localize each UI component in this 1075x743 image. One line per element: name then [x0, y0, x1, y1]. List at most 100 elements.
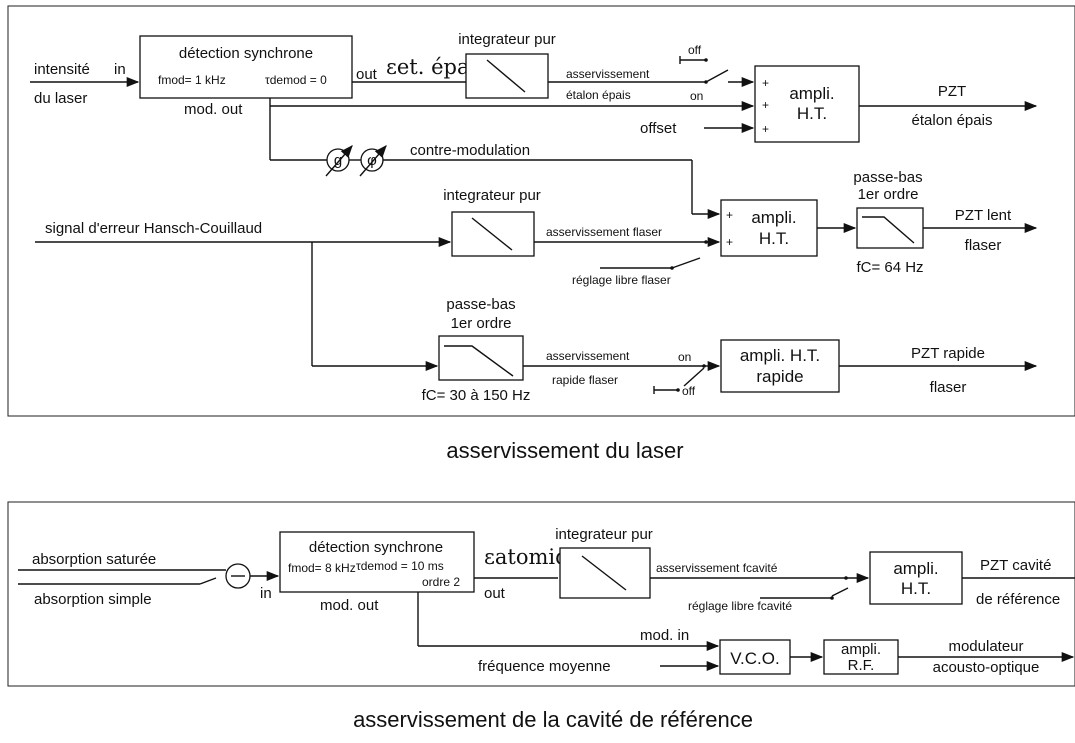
pzt-rapide-label-b: flaser	[930, 379, 967, 396]
asserv3-label-b: rapide flaser	[552, 373, 618, 387]
switch4-free-node	[830, 596, 834, 600]
switch2-blade	[671, 257, 701, 269]
phase-adjust-arrow	[359, 145, 387, 177]
amp3-label-a: ampli. H.T.	[740, 346, 820, 365]
lowpass2-symbol	[444, 345, 514, 377]
ampli-ht-rapide-box	[720, 339, 840, 393]
switch1-off-node	[704, 58, 708, 62]
integrator3-title: integrateur pur	[555, 526, 653, 543]
sync-title: détection synchrone	[179, 45, 313, 62]
amp1-label-b: H.T.	[797, 104, 827, 123]
input-label-laser: du laser	[34, 90, 87, 107]
sync-detection-box	[139, 35, 353, 99]
pzt-cavite-label-a: PZT cavité	[980, 557, 1051, 574]
phase-label: φ	[367, 152, 377, 169]
amp-cavite-label-a: ampli.	[893, 559, 938, 578]
amp-cavite-label-b: H.T.	[901, 579, 931, 598]
sync2-detection-box	[279, 531, 475, 593]
sync-tau: τdemod = 0	[265, 73, 327, 87]
switch3-blade	[683, 367, 705, 387]
bottom-frame	[7, 501, 1075, 687]
simple-wire-join	[199, 577, 217, 585]
top-caption: asservissement du laser	[446, 438, 683, 463]
amp2-plus-2: +	[726, 235, 733, 249]
hc-signal-label: signal d'erreur Hansch-Couillaud	[45, 220, 262, 237]
amp1-plus-2: +	[762, 98, 769, 112]
rf-label-b: R.F.	[848, 657, 875, 674]
ampli-ht-cavite-box	[869, 551, 963, 605]
switch3-off-label: off	[682, 384, 696, 398]
sync-in-label: in	[114, 61, 126, 78]
reglage-cavite-label: réglage libre fcavité	[688, 599, 792, 613]
input-saturated-label: absorption saturée	[32, 551, 156, 568]
sync-out-label: out	[356, 66, 378, 83]
sync2-fmod: fmod= 8 kHz	[288, 561, 356, 575]
input-simple-label: absorption simple	[34, 591, 152, 608]
pzt-etalon-label-b: étalon épais	[912, 112, 993, 129]
switch1-off-label: off	[688, 43, 702, 57]
top-frame	[7, 5, 1075, 417]
gain-g-adjust-arrow	[325, 145, 353, 177]
pzt-etalon-label-a: PZT	[938, 83, 966, 100]
cavity-lock-panel: absorption saturée absorption simple in …	[7, 501, 1075, 732]
lowpass2-box	[438, 335, 524, 381]
freq-moyenne-label: fréquence moyenne	[478, 658, 611, 675]
sync2-in-label: in	[260, 585, 272, 602]
vco-box	[719, 639, 791, 675]
laser-lock-panel: intensité du laser in détection synchron…	[7, 5, 1075, 463]
asserv1-label-a: asservissement	[566, 67, 650, 81]
pzt-rapide-label-a: PZT rapide	[911, 345, 985, 362]
integrator1-symbol	[486, 59, 526, 93]
lp1-label-b: 1er ordre	[858, 186, 919, 203]
vco-label: V.C.O.	[730, 649, 779, 668]
lowpass1-symbol	[862, 216, 915, 244]
lp1-label-a: passe-bas	[853, 169, 922, 186]
modulator-label-b: acousto-optique	[933, 659, 1040, 676]
bottom-caption: asservissement de la cavité de référence	[353, 707, 753, 732]
sync2-mod-out-label: mod. out	[320, 597, 379, 614]
sync-fmod: fmod= 1 kHz	[158, 73, 226, 87]
lp2-fc-label: fC= 30 à 150 Hz	[422, 387, 531, 404]
contre-mod-label: contre-modulation	[410, 142, 530, 159]
amp1-plus-3: +	[762, 122, 769, 136]
modulator-label-a: modulateur	[948, 638, 1023, 655]
input-label-intensite: intensité	[34, 61, 90, 78]
pzt-lent-label-a: PZT lent	[955, 207, 1012, 224]
lp2-label-a: passe-bas	[446, 296, 515, 313]
switch3-on-label: on	[678, 350, 691, 364]
lp1-fc-label: fC= 64 Hz	[856, 259, 923, 276]
asserv-cavite-label: asservissement fcavité	[656, 561, 778, 575]
sync2-order: ordre 2	[422, 575, 460, 589]
amp3-label-b: rapide	[756, 367, 803, 386]
sync2-tau: τdemod = 10 ms	[356, 559, 444, 573]
switch3-off-node	[676, 388, 680, 392]
lp2-label-b: 1er ordre	[451, 315, 512, 332]
vco-mod-in-label: mod. in	[640, 627, 689, 644]
rf-label-a: ampli.	[841, 641, 881, 658]
pzt-cavite-label-b: de référence	[976, 591, 1060, 608]
asserv3-label-a: asservissement	[546, 349, 630, 363]
asserv2-label: asservissement flaser	[546, 225, 662, 239]
integrator2-title: integrateur pur	[443, 187, 541, 204]
integrator2-symbol	[471, 217, 513, 251]
switch1-on-label: on	[690, 89, 703, 103]
pzt-lent-label-b: flaser	[965, 237, 1002, 254]
sync2-out-label: out	[484, 585, 506, 602]
amp2-plus-1: +	[726, 208, 733, 222]
ampli-ht-1-box	[754, 65, 860, 143]
offset-label: offset	[640, 120, 677, 137]
amp2-label-b: H.T.	[759, 229, 789, 248]
ampli-ht-2-box	[720, 199, 818, 257]
asserv1-label-b: étalon épais	[566, 88, 631, 102]
integrator2-box	[451, 211, 535, 257]
integrator3-symbol	[581, 555, 627, 591]
amp1-plus-1: +	[762, 76, 769, 90]
switch1-blade	[705, 69, 729, 83]
switch4-blade	[831, 587, 849, 597]
sync-mod-out-label: mod. out	[184, 101, 243, 118]
gain-g-label: g	[334, 152, 342, 169]
reglage-libre-label: réglage libre flaser	[572, 273, 671, 287]
sync2-title: détection synchrone	[309, 539, 443, 556]
integrator1-title: integrateur pur	[458, 31, 556, 48]
